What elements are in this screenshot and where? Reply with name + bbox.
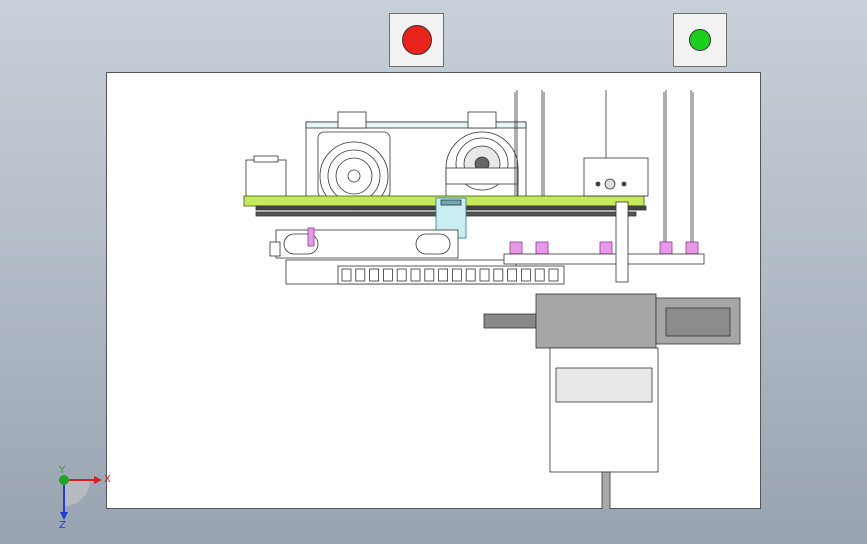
y-axis-dot	[59, 475, 69, 485]
chain-link	[465, 268, 476, 282]
left-stepper	[245, 159, 287, 199]
chain-link	[451, 268, 462, 282]
chain-link	[493, 268, 504, 282]
axis-triad: X Y Z	[58, 465, 111, 530]
gripper-block	[583, 157, 649, 197]
red-indicator-icon	[401, 25, 432, 55]
x-axis-label: X	[104, 474, 111, 485]
chain-link	[424, 268, 435, 282]
chain-link	[438, 268, 449, 282]
y-axis-label: Y	[58, 465, 66, 476]
chain-link	[410, 268, 421, 282]
start-button[interactable]	[673, 13, 727, 67]
pink-nozzles	[509, 241, 699, 255]
vertical-stepper-motor	[549, 347, 659, 509]
chain-link	[507, 268, 518, 282]
chain-link	[520, 268, 531, 282]
chain-link	[355, 268, 366, 282]
chain-link	[396, 268, 407, 282]
z-axis-label: Z	[59, 520, 66, 530]
right-pulley	[445, 131, 519, 199]
cad-viewport[interactable]	[106, 72, 761, 509]
machine-assembly	[243, 90, 741, 509]
chain-link	[341, 268, 352, 282]
chain-link	[382, 268, 393, 282]
drag-chain	[337, 265, 565, 285]
vertical-rods	[514, 90, 694, 248]
left-pulley	[317, 131, 391, 211]
chain-link	[479, 268, 490, 282]
horizontal-servo-motor	[483, 293, 741, 349]
green-indicator-icon	[689, 29, 711, 51]
stop-button[interactable]	[389, 13, 444, 67]
chain-link	[369, 268, 380, 282]
pink-cylinder	[307, 227, 315, 247]
chain-link	[548, 268, 559, 282]
chain-link	[534, 268, 545, 282]
slide-carriage	[275, 229, 459, 259]
